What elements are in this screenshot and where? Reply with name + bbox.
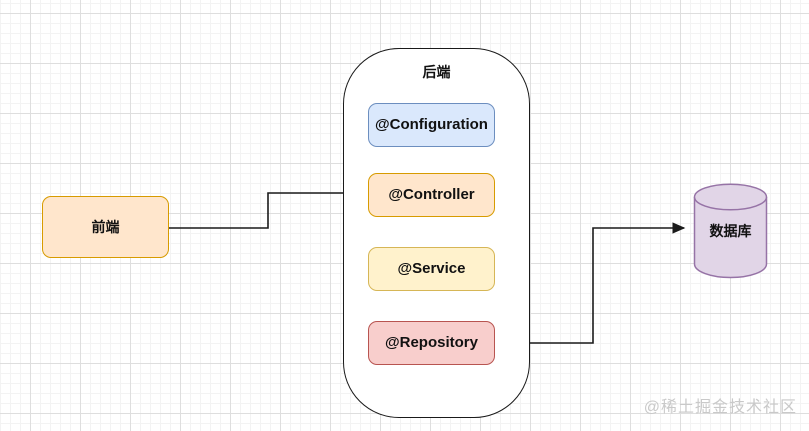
annotation-service-label: @Service bbox=[397, 260, 466, 277]
annotation-controller: @Controller bbox=[368, 173, 495, 217]
frontend-node: 前端 bbox=[42, 196, 169, 258]
annotation-controller-label: @Controller bbox=[388, 186, 475, 203]
watermark: @稀土掘金技术社区 bbox=[643, 399, 797, 416]
connector-frontend-to-controller bbox=[169, 187, 361, 229]
annotation-configuration-label: @Configuration bbox=[375, 116, 488, 133]
frontend-label: 前端 bbox=[91, 218, 120, 235]
annotation-service: @Service bbox=[368, 247, 495, 291]
annotation-repository: @Repository bbox=[368, 321, 495, 365]
annotation-repository-label: @Repository bbox=[385, 334, 478, 351]
database-cylinder-icon bbox=[693, 183, 768, 279]
backend-title: 后端 bbox=[422, 64, 451, 80]
database-label: 数据库 bbox=[709, 223, 752, 239]
database-node: 数据库 bbox=[693, 183, 768, 279]
annotation-configuration: @Configuration bbox=[368, 103, 495, 147]
